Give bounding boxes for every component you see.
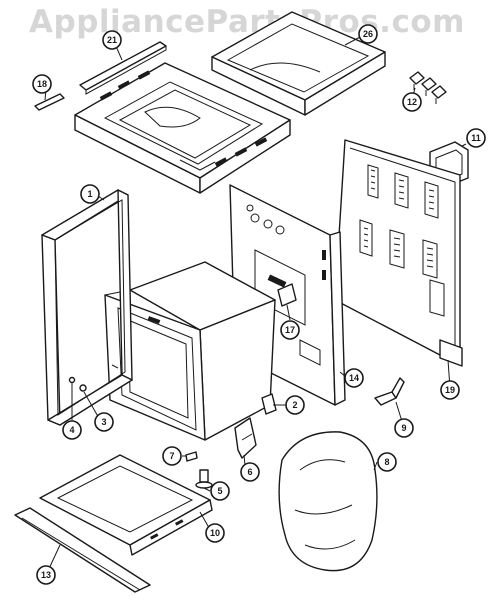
callout-label-6: 6 <box>247 467 252 477</box>
part-screw-4 <box>68 376 76 384</box>
callout-11: 11 <box>466 128 486 148</box>
callout-label-13: 13 <box>41 570 51 580</box>
callout-14: 14 <box>344 368 364 388</box>
callout-9: 9 <box>394 418 414 438</box>
callout-21: 21 <box>102 30 122 50</box>
callout-label-26: 26 <box>363 29 373 39</box>
part-small-bracket <box>34 93 65 111</box>
callout-label-12: 12 <box>407 97 417 107</box>
part-screw-3 <box>79 384 87 392</box>
callout-17: 17 <box>280 320 300 340</box>
callout-19: 19 <box>440 380 460 400</box>
callout-label-9: 9 <box>401 423 406 433</box>
callout-label-1: 1 <box>87 189 92 199</box>
part-side-clip <box>277 283 297 307</box>
part-back-panel <box>334 139 463 367</box>
part-hardware-clips <box>409 71 447 104</box>
part-drawer-frame <box>39 454 213 556</box>
callout-3: 3 <box>94 412 114 432</box>
part-top-frame <box>74 62 291 194</box>
callout-label-19: 19 <box>445 385 455 395</box>
callout-label-7: 7 <box>169 451 174 461</box>
watermark-text: AppliancePartsPros.com <box>29 4 465 40</box>
part-leveling-leg <box>195 469 213 489</box>
callout-label-2: 2 <box>292 400 297 410</box>
part-rear-strip <box>79 41 167 95</box>
callout-label-8: 8 <box>384 457 389 467</box>
callout-7: 7 <box>162 446 182 466</box>
callout-label-21: 21 <box>107 35 117 45</box>
callout-label-3: 3 <box>101 417 106 427</box>
callout-5: 5 <box>210 481 230 501</box>
callout-12: 12 <box>402 92 422 112</box>
callout-6: 6 <box>240 462 260 482</box>
callout-10: 10 <box>205 523 225 543</box>
callout-2: 2 <box>285 395 305 415</box>
callout-label-11: 11 <box>471 133 481 143</box>
callout-8: 8 <box>377 452 397 472</box>
back-panel-louvers <box>359 164 445 317</box>
callout-label-10: 10 <box>210 528 220 538</box>
callout-1: 1 <box>80 184 100 204</box>
part-insulation <box>278 431 378 572</box>
callout-label-18: 18 <box>37 79 47 89</box>
part-door-frame <box>41 189 133 426</box>
callout-13: 13 <box>36 565 56 585</box>
callout-18: 18 <box>32 74 52 94</box>
callout-label-14: 14 <box>349 373 359 383</box>
part-top-tray <box>211 11 386 116</box>
part-door-hinge <box>234 417 257 459</box>
part-screw-7 <box>185 451 198 462</box>
callout-label-5: 5 <box>217 486 222 496</box>
part-l-bracket <box>374 377 405 406</box>
callout-4: 4 <box>62 420 82 440</box>
callout-label-17: 17 <box>285 325 295 335</box>
part-hinge-receiver <box>261 393 277 415</box>
callout-26: 26 <box>358 24 378 44</box>
part-drawer-front <box>14 507 151 593</box>
callout-label-4: 4 <box>69 425 74 435</box>
